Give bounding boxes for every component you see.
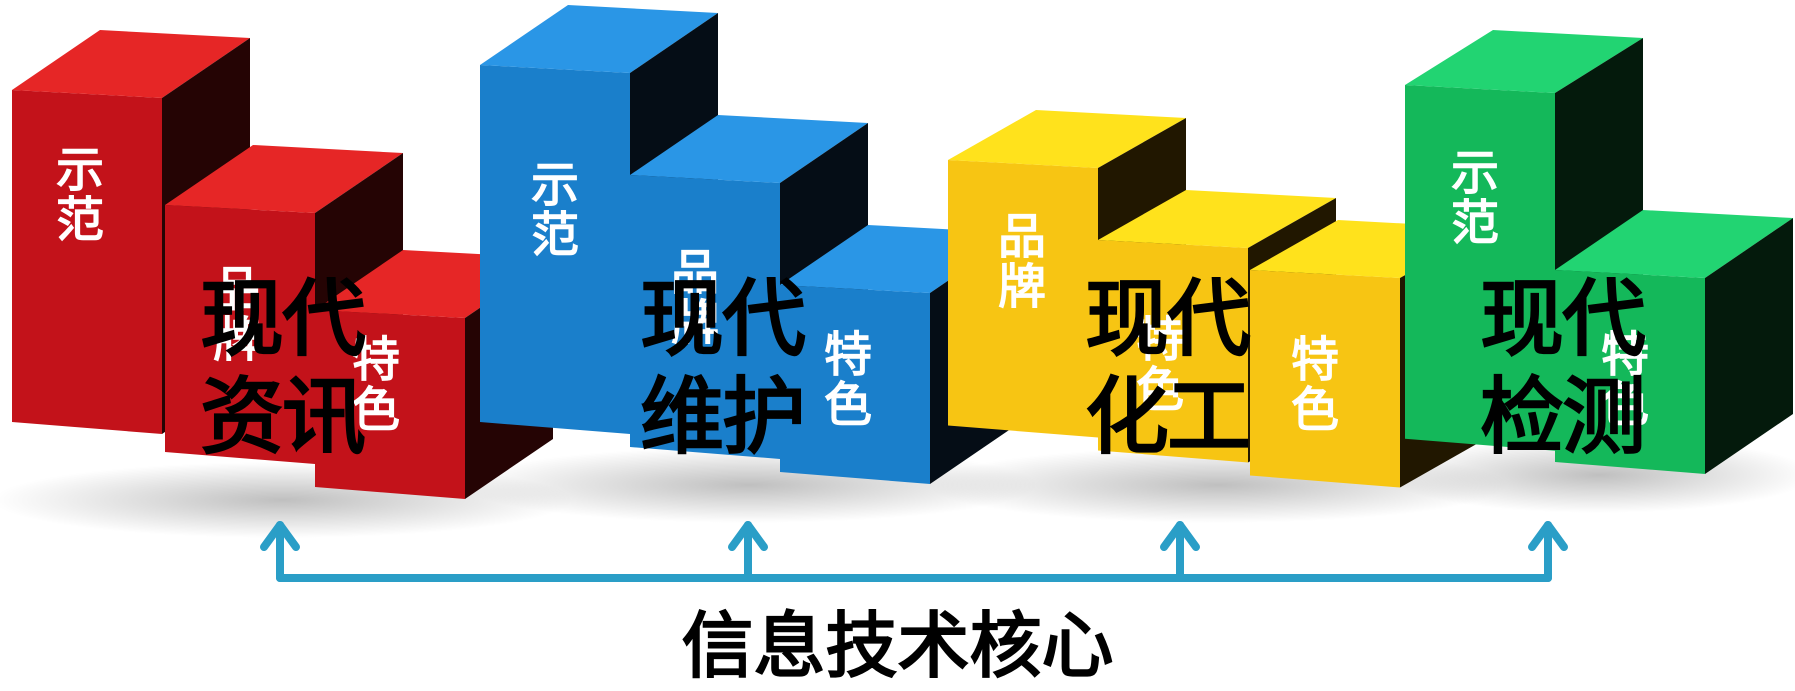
group-title-yellow: 现代 化工 [1085, 270, 1251, 466]
block-front-face [1098, 240, 1248, 463]
block-front-face [1405, 85, 1555, 451]
block-top-face [1405, 30, 1643, 93]
block-label: 品 牌 [997, 209, 1046, 315]
arrow-up-icon [1528, 521, 1568, 551]
block-front-face [1250, 270, 1400, 488]
block-label: 示 范 [530, 157, 579, 263]
connector-arrows [260, 521, 1568, 582]
block-group-green [1405, 30, 1793, 474]
block-label: 示 范 [55, 142, 104, 248]
block-top-face [480, 5, 718, 73]
block-top-face [165, 145, 403, 213]
block-label: 品 牌 [212, 262, 261, 368]
arrow-up-icon [728, 521, 768, 551]
block-label: 特 色 [823, 327, 872, 433]
core-label: 信息技术核心 [681, 604, 1114, 688]
group-title-red: 现代 资讯 [200, 270, 366, 466]
arrow-up-icon [260, 521, 300, 551]
block-front-face [480, 65, 630, 434]
block-label: 特 色 [1290, 332, 1339, 438]
block-label: 品 牌 [670, 245, 719, 351]
block-top-face [630, 115, 868, 183]
block-top-face [1098, 190, 1336, 248]
block-label: 特 色 [351, 332, 400, 438]
block-label: 特 色 [1135, 312, 1184, 418]
block-label: 特 色 [1600, 327, 1649, 433]
group-title-blue: 现代 维护 [640, 270, 806, 466]
block-top-face [12, 30, 250, 98]
block-mid [1555, 210, 1793, 474]
arrow-up-icon [1160, 521, 1200, 551]
block-top-face [1555, 210, 1793, 278]
block-front-face [630, 175, 780, 459]
block-top-face [948, 110, 1186, 168]
block-front-face [315, 310, 465, 499]
block-front-face [1555, 270, 1705, 474]
group-title-green: 现代 检测 [1480, 270, 1646, 466]
block-front-face [948, 160, 1098, 438]
block-label: 示 范 [1450, 145, 1499, 251]
block-front-face [780, 285, 930, 484]
block-front-face [165, 205, 315, 464]
block-front-face [12, 90, 162, 434]
block-side-face [1705, 218, 1793, 474]
